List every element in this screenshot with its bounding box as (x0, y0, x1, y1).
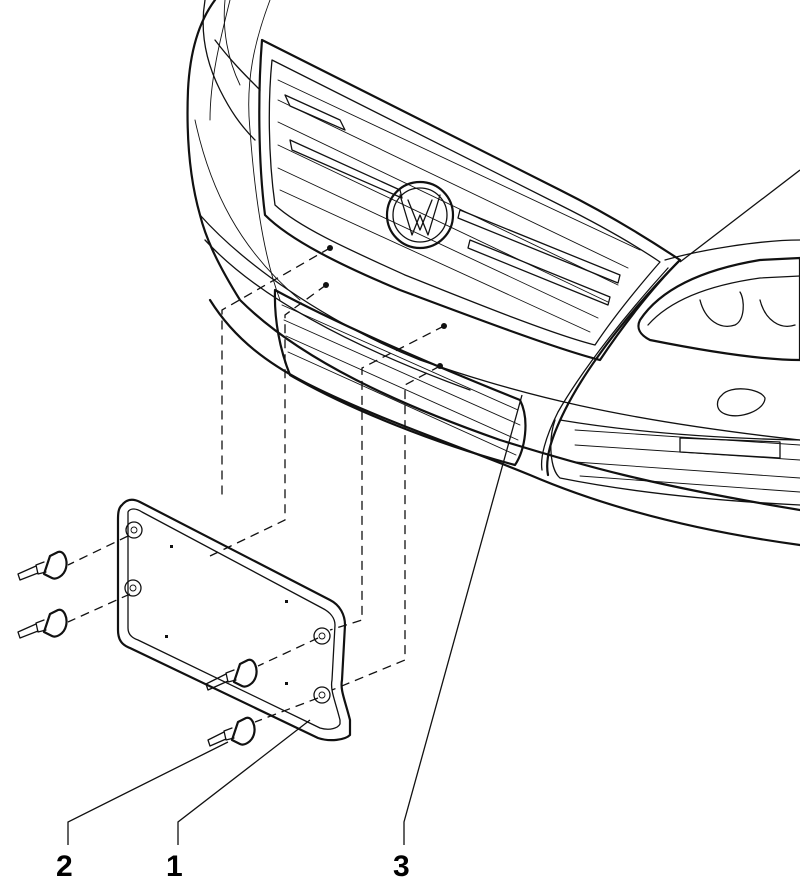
leader-line-1 (177, 719, 311, 845)
rivet-fasteners (17, 550, 258, 747)
leader-line-3 (403, 394, 523, 845)
leader-lines (67, 169, 800, 845)
leader-line-2 (67, 741, 229, 845)
projection-lines (67, 247, 445, 723)
rivet (17, 608, 68, 639)
rivet (205, 658, 258, 691)
right-headlight (637, 239, 800, 362)
leader-line-upper (679, 169, 800, 263)
callout-3: 3 (393, 850, 410, 883)
callout-1: 1 (166, 850, 183, 883)
lower-grille (273, 288, 527, 467)
license-plate-bracket (116, 498, 352, 742)
rivet (17, 550, 68, 581)
rivet (207, 716, 256, 747)
callout-2: 2 (56, 850, 73, 883)
left-headlight-corner (202, 0, 261, 141)
vw-emblem (385, 180, 455, 250)
bumper-cover (540, 258, 682, 477)
